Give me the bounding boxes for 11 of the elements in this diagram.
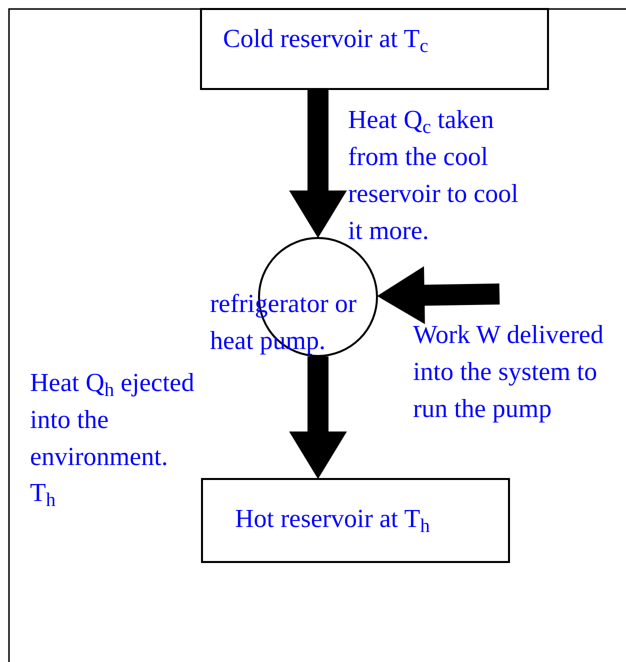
arrow bbox=[289, 356, 347, 479]
annotation-text: T$_{h}$ bbox=[30, 477, 56, 511]
reservoir-box bbox=[201, 478, 510, 563]
arrow bbox=[377, 266, 500, 324]
edge-label: Work W delivered into the system to run the pump bbox=[413, 319, 604, 425]
node-text: Hot reservoir at T$_{h}$ bbox=[235, 503, 430, 537]
annotation-text: Heat Q$_{h}$ ejected into the environment. bbox=[30, 367, 196, 473]
arrow bbox=[289, 90, 347, 238]
node-text: Cold reservoir at T$_{c}$ bbox=[223, 23, 428, 57]
reservoir-box bbox=[200, 8, 549, 90]
edge-label: Heat Q$_{c}$ taken from the cool reservoir to cool it more. bbox=[348, 104, 520, 247]
